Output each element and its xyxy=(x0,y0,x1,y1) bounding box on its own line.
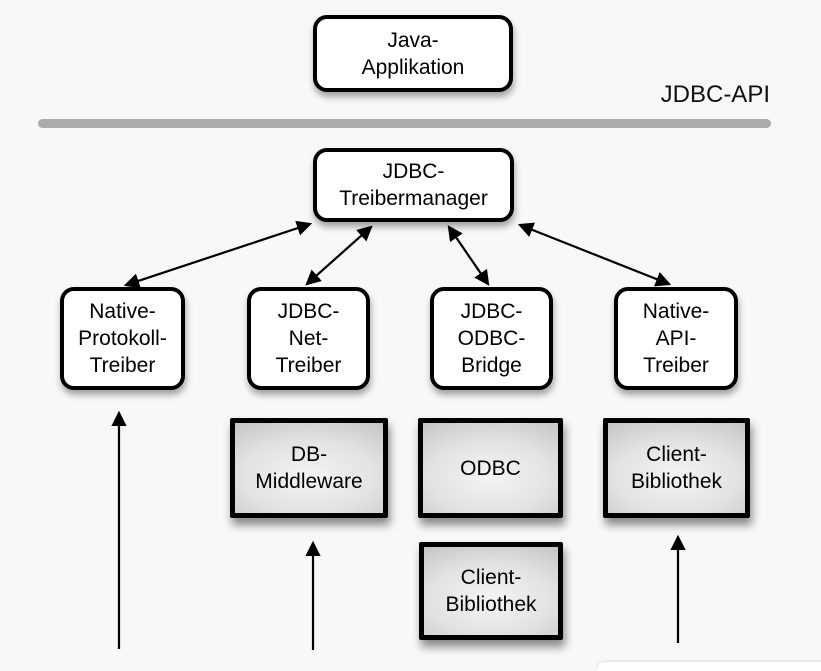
arrow-manager-jdbc-net xyxy=(305,225,373,286)
node-jdbc-net-treiber: JDBC- Net- Treiber xyxy=(247,287,370,390)
jdbc-api-divider-line xyxy=(38,119,771,128)
node-jdbc-treibermanager: JDBC- Treibermanager xyxy=(313,148,514,222)
arrow-manager-native-protokoll xyxy=(123,220,313,289)
node-jdbc-odbc-bridge: JDBC- ODBC- Bridge xyxy=(430,287,553,390)
partial-box-bottom-right xyxy=(597,662,821,671)
node-odbc: ODBC xyxy=(418,418,563,518)
node-db-middleware: DB- Middleware xyxy=(230,418,388,518)
node-java-application: Java- Applikation xyxy=(313,15,513,92)
node-native-protokoll-treiber: Native- Protokoll- Treiber xyxy=(60,287,185,390)
node-client-bibliothek-native: Client- Bibliothek xyxy=(603,418,750,518)
node-native-api-treiber: Native- API- Treiber xyxy=(614,287,738,390)
node-client-bibliothek-odbc: Client- Bibliothek xyxy=(419,542,563,640)
jdbc-api-label: JDBC-API xyxy=(660,81,770,108)
arrow-manager-native-api xyxy=(517,222,672,287)
arrow-manager-jdbc-odbc xyxy=(447,225,490,286)
